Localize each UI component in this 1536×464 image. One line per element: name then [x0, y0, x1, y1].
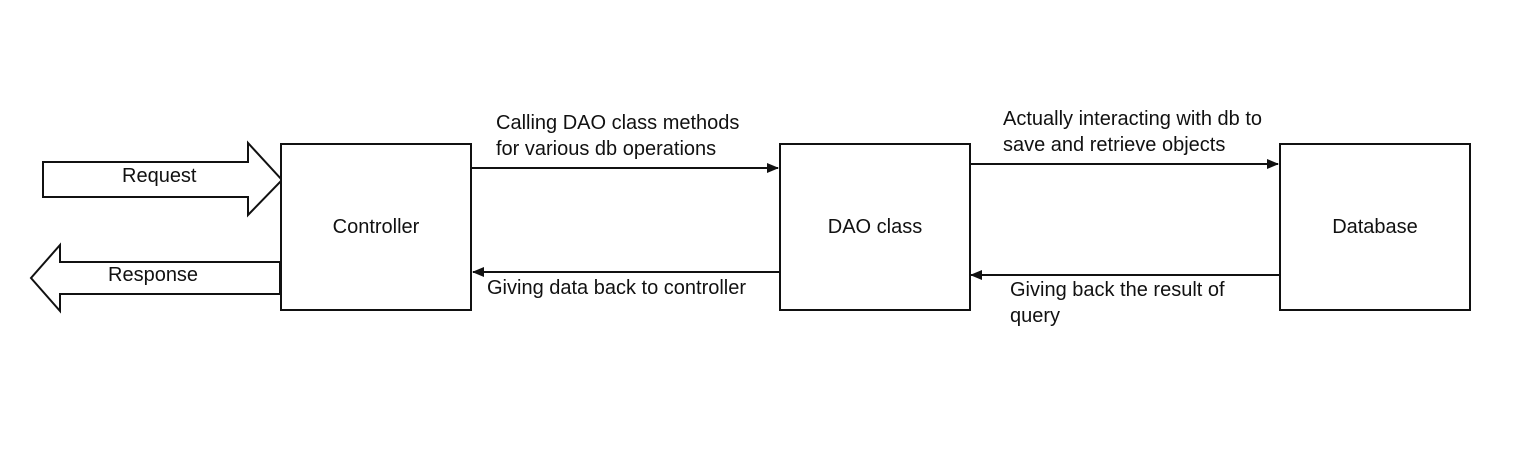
dao-to-controller-label: Giving data back to controller	[487, 277, 747, 299]
controller-to-dao-label: Calling DAO class methods for various db…	[496, 112, 740, 160]
database-to-dao-label: Giving back the result of query	[1010, 279, 1225, 327]
response-arrow	[29, 242, 281, 314]
controller-label: Controller	[332, 215, 420, 238]
request-arrow	[42, 140, 284, 218]
dao-to-database-label: Actually interacting with db to save and…	[1003, 108, 1263, 156]
dao-class-label: DAO class	[827, 215, 923, 238]
response-label: Response	[108, 264, 199, 286]
database-node: Database	[1279, 143, 1471, 311]
request-label: Request	[122, 165, 197, 187]
dao-class-node: DAO class	[779, 143, 971, 311]
controller-node: Controller	[280, 143, 472, 311]
database-label: Database	[1332, 215, 1418, 238]
